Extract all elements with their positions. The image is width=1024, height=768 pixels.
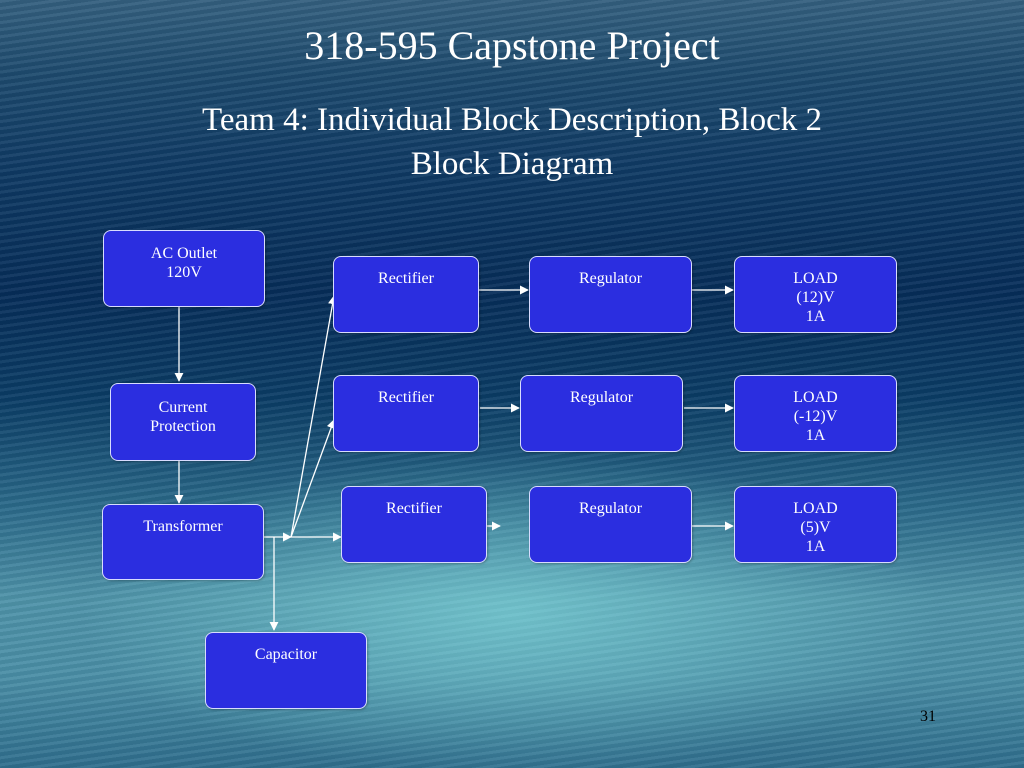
rectifier-block-3: Rectifier: [341, 486, 487, 563]
slide-subtitle: Team 4: Individual Block Description, Bl…: [0, 98, 1024, 186]
load-block-1: LOAD (12)V 1A: [734, 256, 897, 333]
load-block-2: LOAD (-12)V 1A: [734, 375, 897, 452]
load-2-line-1: LOAD: [793, 389, 838, 406]
current-protection-block: Current Protection: [110, 383, 256, 461]
regulator-block-3: Regulator: [529, 486, 692, 563]
load-2-line-2: (-12)V: [793, 408, 838, 425]
load-3-line-2: (5)V: [800, 519, 831, 536]
load-block-3: LOAD (5)V 1A: [734, 486, 897, 563]
rectifier-block-1: Rectifier: [333, 256, 479, 333]
load-1-line-3: 1A: [805, 308, 826, 325]
rectifier-3-label: Rectifier: [386, 500, 442, 517]
rectifier-1-label: Rectifier: [378, 270, 434, 287]
rectifier-2-label: Rectifier: [378, 389, 434, 406]
ac-outlet-line-1: AC Outlet: [150, 245, 218, 262]
subtitle-line-2: Block Diagram: [410, 146, 614, 182]
arrow-bus-to-rectifier-2: [290, 419, 336, 538]
regulator-3-label: Regulator: [578, 500, 643, 517]
load-2-line-3: 1A: [805, 427, 826, 444]
regulator-2-label: Regulator: [569, 389, 634, 406]
current-protection-line-2: Protection: [150, 418, 216, 435]
slide-title: 318-595 Capstone Project: [304, 23, 720, 68]
regulator-1-label: Regulator: [578, 270, 643, 287]
arrow-bus-to-rectifier-1: [290, 295, 338, 538]
regulator-block-1: Regulator: [529, 256, 692, 333]
rectifier-block-2: Rectifier: [333, 375, 479, 452]
capacitor-block: Capacitor: [205, 632, 367, 709]
ac-outlet-block: AC Outlet 120V: [103, 230, 265, 307]
load-3-line-3: 1A: [805, 538, 826, 555]
transformer-block: Transformer: [102, 504, 264, 580]
subtitle-line-1: Team 4: Individual Block Description, Bl…: [202, 102, 822, 138]
load-3-line-1: LOAD: [793, 500, 838, 517]
transformer-label: Transformer: [143, 518, 223, 535]
current-protection-line-1: Current: [158, 399, 208, 416]
ac-outlet-line-2: 120V: [166, 264, 202, 281]
capacitor-label: Capacitor: [254, 646, 318, 663]
page-number: 31: [920, 708, 936, 725]
load-1-line-1: LOAD: [793, 270, 838, 287]
regulator-block-2: Regulator: [520, 375, 683, 452]
load-1-line-2: (12)V: [796, 289, 835, 306]
